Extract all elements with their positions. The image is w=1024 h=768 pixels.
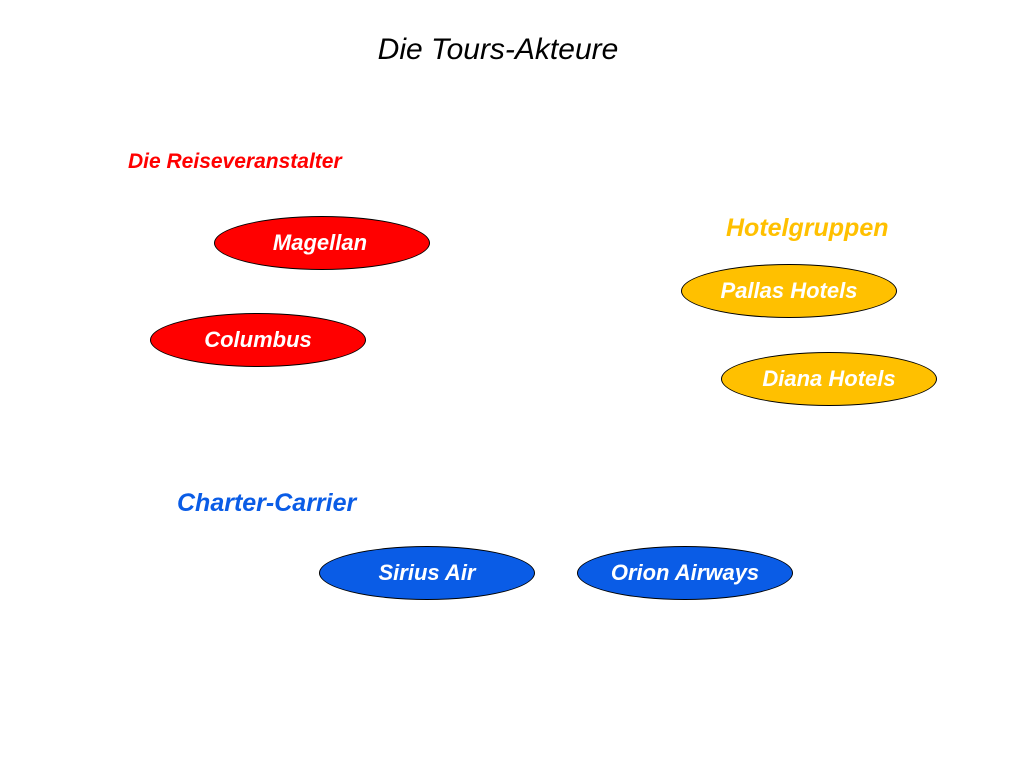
- node-columbus: Columbus: [150, 313, 366, 367]
- node-label: Sirius Air: [378, 560, 476, 585]
- node-diana-hotels: Diana Hotels: [721, 352, 937, 406]
- node-label: Diana Hotels: [762, 366, 896, 391]
- group-label-reiseveranstalter: Die Reiseveranstalter: [128, 150, 342, 173]
- slide-title: Die Tours-Akteure: [377, 33, 619, 66]
- node-pallas-hotels: Pallas Hotels: [681, 264, 897, 318]
- node-sirius-air: Sirius Air: [319, 546, 535, 600]
- node-label: Pallas Hotels: [720, 278, 858, 303]
- node-magellan: Magellan: [214, 216, 430, 270]
- node-label: Magellan: [272, 230, 368, 255]
- node-orion-airways: Orion Airways: [577, 546, 793, 600]
- node-label: Orion Airways: [610, 560, 760, 585]
- group-label-charter-carrier: Charter-Carrier: [177, 489, 357, 517]
- group-label-hotelgruppen: Hotelgruppen: [726, 214, 889, 242]
- node-label: Columbus: [204, 327, 312, 352]
